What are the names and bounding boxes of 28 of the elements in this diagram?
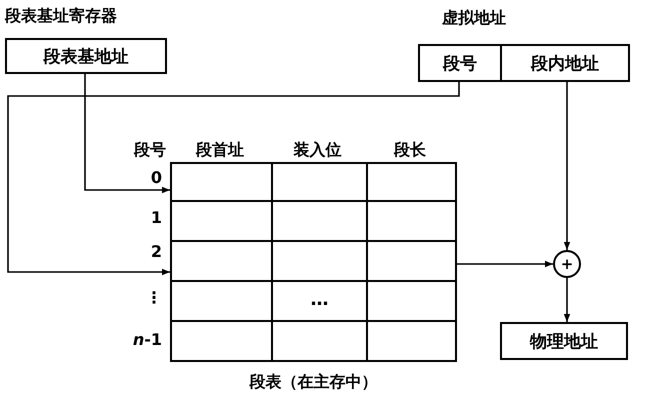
adder-circle: +	[553, 250, 581, 278]
field-box: 段内地址	[500, 44, 630, 82]
table-caption: 段表（在主存中）	[248, 372, 378, 392]
row-number: n-1	[132, 330, 162, 350]
column-header: 段号	[134, 140, 166, 160]
table-row	[170, 162, 457, 202]
column-header: 装入位	[292, 140, 342, 160]
group-title: 虚拟地址	[442, 8, 506, 28]
arrow	[564, 278, 570, 322]
table-row	[170, 200, 457, 242]
column-header: 段长	[392, 140, 427, 160]
column-header: 段首址	[194, 140, 245, 160]
register-title: 段表基址寄存器	[5, 6, 117, 26]
table-row	[170, 280, 457, 322]
row-number: 1	[150, 208, 162, 228]
table-row	[170, 320, 457, 362]
field-box: 段号	[418, 44, 502, 82]
arrow	[84, 74, 170, 194]
register-box: 段表基地址	[5, 38, 167, 74]
arrow	[457, 260, 553, 268]
table-row	[170, 240, 457, 282]
physical-address-box: 物理地址	[500, 322, 628, 360]
row-number: 2	[150, 242, 162, 262]
row-number: 0	[150, 168, 162, 188]
arrow	[7, 82, 460, 276]
row-number: ⋮	[146, 288, 162, 308]
ellipsis-text: …	[310, 290, 330, 310]
arrow	[564, 82, 570, 250]
